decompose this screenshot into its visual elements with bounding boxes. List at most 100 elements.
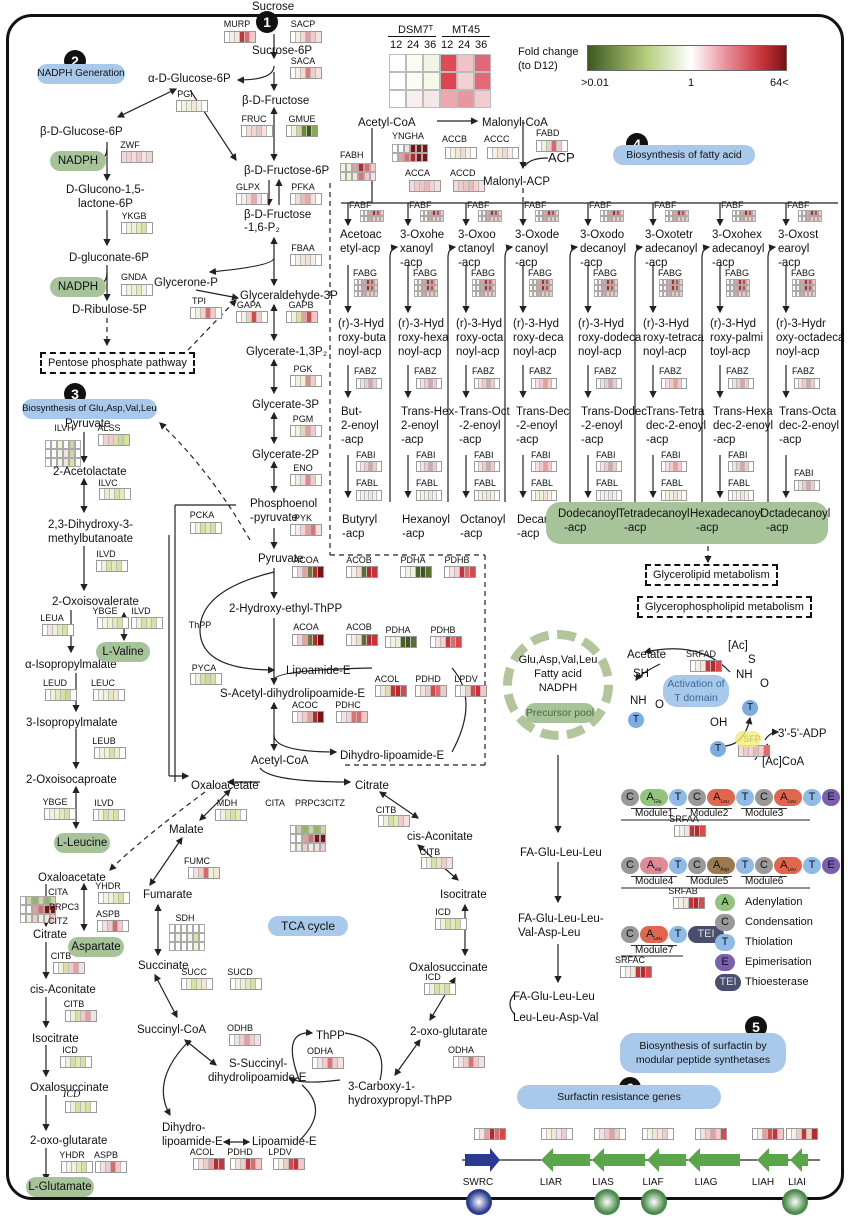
gene-label-fabz: FABZ bbox=[414, 366, 437, 376]
legend-heatmap-cell bbox=[474, 90, 491, 108]
fa-hydroxy-label: oxy-octadeca bbox=[776, 332, 845, 344]
nrps-domain-letter: C bbox=[693, 791, 701, 803]
heatmap-cell bbox=[256, 1159, 261, 1169]
heatmap-cell bbox=[617, 379, 621, 388]
heatmap-cell bbox=[455, 567, 460, 577]
heatmap-cell bbox=[137, 152, 142, 162]
heatmap-fabf-cell bbox=[543, 210, 547, 216]
heatmap-cell bbox=[67, 1162, 72, 1172]
heatmap-fabg-cell bbox=[370, 291, 374, 297]
heatmap-ilvh-cell bbox=[45, 449, 51, 458]
heatmap-cell bbox=[436, 686, 441, 696]
heatmap-fabf-cell bbox=[620, 216, 624, 222]
domain-legend-label: Adenylation bbox=[745, 896, 803, 908]
heatmap-fabg-cell bbox=[362, 279, 366, 285]
heatmap-cell bbox=[429, 491, 433, 500]
metabolite-fumarate: Fumarate bbox=[143, 889, 193, 901]
gene-label-fabg: FABG bbox=[791, 268, 816, 278]
heatmap-fabi bbox=[596, 461, 622, 472]
heatmap-fabg-cell bbox=[472, 291, 476, 297]
nrps-domain-letter: C bbox=[760, 859, 768, 871]
heatmap-cell bbox=[242, 126, 247, 136]
heatmap-cell bbox=[225, 32, 230, 42]
metabolite-pep2: -pyruvate bbox=[250, 512, 298, 524]
gene-arrow-liai bbox=[790, 1148, 808, 1172]
heatmap-pgk bbox=[290, 375, 322, 387]
gene-label: GAPA bbox=[236, 300, 262, 310]
heatmap-fabf-cell bbox=[616, 210, 620, 216]
heatmap-cell bbox=[461, 686, 466, 696]
heatmap-cell bbox=[666, 491, 670, 500]
heatmap-cell bbox=[202, 101, 207, 111]
heatmap-fabi bbox=[356, 461, 382, 472]
heatmap-cell bbox=[201, 523, 206, 533]
heatmap-fabg-cell bbox=[738, 279, 742, 285]
gene-label: ASPB bbox=[95, 909, 121, 919]
heatmap-cell bbox=[754, 746, 759, 756]
nrps-domain-letter: T bbox=[808, 859, 816, 871]
heatmap-cell bbox=[749, 491, 753, 500]
heatmap-cita-aa-cell bbox=[44, 905, 50, 914]
metabolite-aa-cisaconitate: cis-Aconitate bbox=[30, 984, 96, 996]
heatmap-cell bbox=[71, 1011, 76, 1021]
resistance-gene-label: LIAG bbox=[694, 1177, 718, 1188]
heatmap-cell bbox=[749, 462, 753, 471]
heatmap-cell bbox=[446, 919, 451, 929]
heatmap-cell bbox=[316, 475, 321, 485]
heatmap-cita-aa-cell bbox=[32, 914, 38, 923]
green-pill-precursor-pool: Precursor pool bbox=[525, 703, 595, 723]
heatmap-fabh-cell bbox=[352, 172, 358, 181]
heatmap-cell bbox=[459, 181, 464, 191]
metabolite-oxalosuccinate: Oxalosuccinate bbox=[409, 962, 488, 974]
heatmap-cell bbox=[116, 1162, 121, 1172]
heatmap-cell bbox=[307, 126, 312, 136]
fa-ketoacyl-label: -acp bbox=[400, 257, 423, 269]
heatmap-ilvh-cell bbox=[63, 440, 69, 449]
fa-hydroxy-label: (r)-3-Hyd bbox=[710, 318, 756, 330]
nrps-domain-letter: A bbox=[780, 859, 788, 871]
heatmap-cell bbox=[59, 963, 64, 973]
heatmap-cell bbox=[147, 223, 152, 233]
module-label: Module5 bbox=[686, 876, 733, 887]
heatmap-fabz bbox=[728, 378, 754, 389]
domain-legend-label: Thioesterase bbox=[745, 976, 809, 988]
heatmap-cell bbox=[189, 868, 194, 878]
heatmap-cell bbox=[257, 312, 262, 322]
heatmap-fabf-cell bbox=[612, 216, 616, 222]
heatmap-fabg-cell bbox=[533, 291, 537, 297]
heatmap-accc bbox=[487, 147, 519, 159]
heatmap-cell bbox=[396, 686, 401, 696]
heatmap-cell bbox=[711, 1129, 716, 1139]
heatmap-cell bbox=[532, 491, 536, 500]
heatmap-fabg-cell bbox=[734, 279, 738, 285]
heatmap-saca bbox=[290, 67, 322, 79]
heatmap-cell bbox=[122, 223, 127, 233]
heatmap-cell bbox=[274, 1159, 279, 1169]
heatmap-cell bbox=[119, 810, 124, 820]
gene-label: YHDR bbox=[59, 1150, 85, 1160]
heatmap-cell bbox=[674, 898, 679, 908]
heatmap-cell bbox=[544, 462, 548, 471]
legend-min: >0.01 bbox=[581, 77, 609, 89]
heatmap-cell bbox=[142, 152, 147, 162]
resistance-gene-label: LIAR bbox=[539, 1177, 563, 1188]
heatmap-cell bbox=[365, 379, 369, 388]
gene-label: ALSS bbox=[97, 423, 121, 433]
box-pentose-phosphate: Pentose phosphate pathway bbox=[40, 352, 195, 374]
heatmap-fabg-cell bbox=[602, 279, 606, 285]
heatmap-fabf-cell bbox=[482, 210, 486, 216]
precursor-text: Glu,Asp,Val,Leu bbox=[518, 654, 598, 666]
heatmap-citb1 bbox=[378, 815, 410, 827]
gene-label-fabz: FABZ bbox=[529, 366, 552, 376]
heatmap-cell bbox=[605, 491, 609, 500]
heatmap-cell bbox=[313, 635, 318, 645]
heatmap-cell bbox=[431, 637, 436, 647]
nrps-domain-substrate: Leu bbox=[787, 867, 796, 874]
heatmap-cell bbox=[361, 462, 365, 471]
heatmap-cell bbox=[231, 810, 236, 820]
heatmap-cell bbox=[127, 223, 132, 233]
heatmap-fabf-cell bbox=[677, 216, 681, 222]
heatmap-cell bbox=[241, 979, 246, 989]
heatmap-aspb2 bbox=[95, 1161, 127, 1173]
heatmap-fabf-cell bbox=[673, 216, 677, 222]
